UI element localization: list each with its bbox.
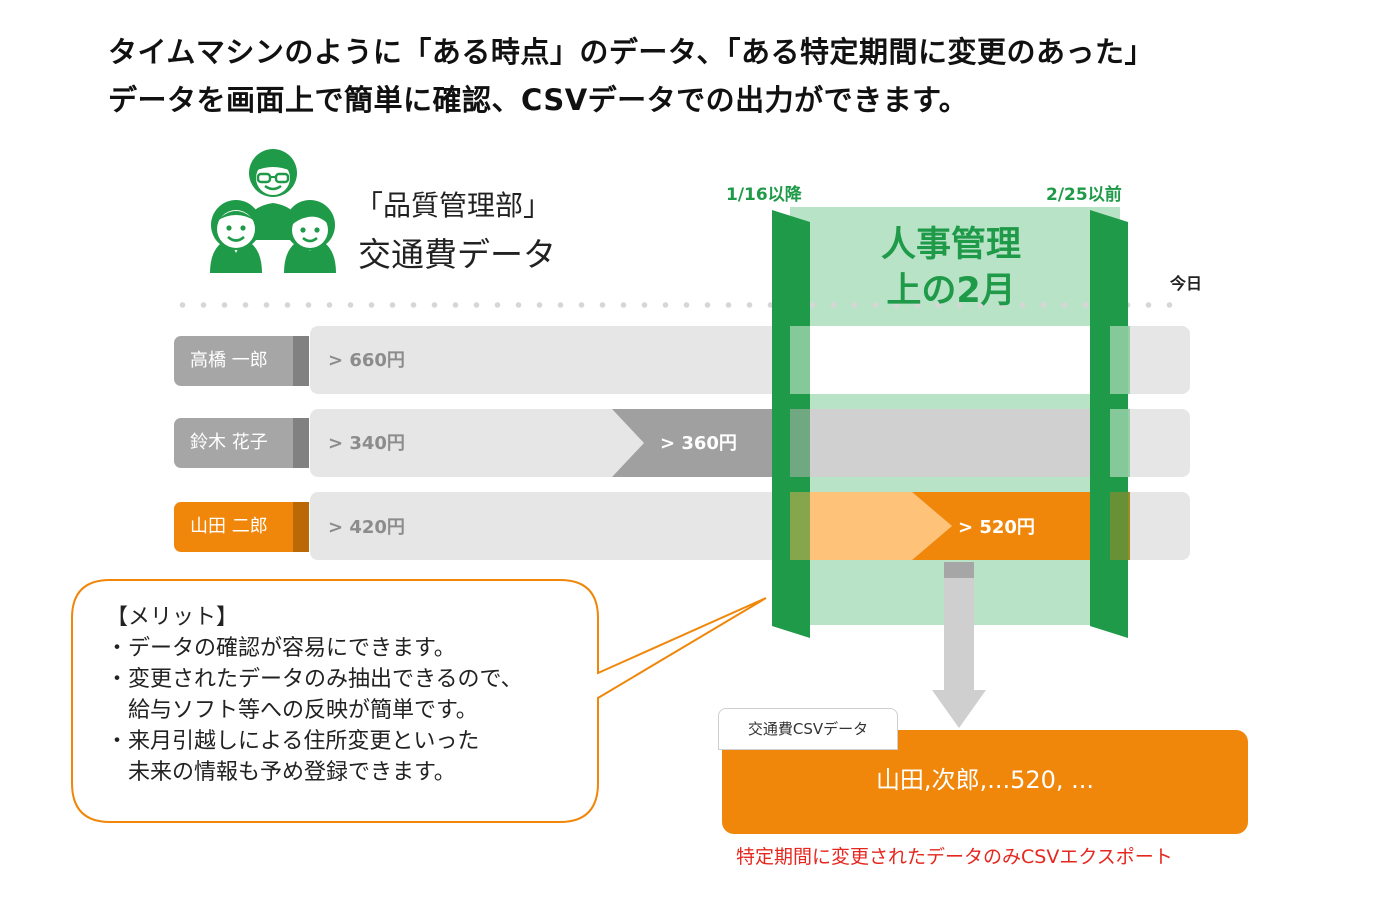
end-bar-overlay-row2 <box>1110 409 1130 477</box>
timeline-dotted-line <box>172 302 1182 308</box>
row2-value-initial: > 340円 <box>328 433 405 454</box>
department-subtitle: 交通費データ <box>358 235 556 274</box>
end-date-label: 2/25以前 <box>1046 185 1122 205</box>
merit-callout-text: 【メリット】 ・データの確認が容易にできます。 ・変更されたデータのみ抽出できる… <box>106 602 523 788</box>
period-label-line-1: 人事管理 <box>880 225 1021 265</box>
merit-title: 【メリット】 <box>106 605 239 630</box>
merit-bullet-1: ・データの確認が容易にできます。 <box>106 636 456 661</box>
department-title: 「品質管理部」 <box>355 189 552 222</box>
period-label-line-2: 上の2月 <box>886 271 1016 311</box>
merit-bullet-3: 給与ソフト等への反映が簡単です。 <box>106 698 478 723</box>
merit-bullet-2: ・変更されたデータのみ抽出できるので、 <box>106 667 523 692</box>
row3-value-initial: > 420円 <box>328 517 405 538</box>
period-label: 人事管理 上の2月 <box>812 222 1090 314</box>
headline: タイムマシンのように「ある時点」のデータ、「ある特定期間に変更のあった」 データ… <box>108 28 1288 124</box>
row1-value: > 660円 <box>328 350 405 371</box>
start-bar-overlay-row3 <box>790 492 810 560</box>
today-label: 今日 <box>1170 274 1203 293</box>
start-bar-overlay-row2 <box>790 409 810 477</box>
row2-value-changed: > 360円 <box>660 433 737 454</box>
csv-tab-label: 交通費CSVデータ <box>718 708 898 750</box>
row2-period-segment <box>808 409 1110 477</box>
end-bar-overlay-row3 <box>1110 492 1130 560</box>
merit-bullet-5: 未来の情報も予め登録できます。 <box>106 760 456 785</box>
merit-bullet-4: ・来月引越しによる住所変更といった <box>106 729 480 754</box>
row3-value-changed: > 520円 <box>958 517 1035 538</box>
end-bar-overlay-row1 <box>1110 326 1130 394</box>
name-tag-takahashi: 高橋 一郎 <box>174 336 309 386</box>
headline-line-2: データを画面上で簡単に確認、CSVデータでの出力ができます。 <box>108 83 969 117</box>
start-bar-overlay-row1 <box>790 326 810 394</box>
start-date-label: 1/16以降 <box>726 185 802 205</box>
name-tag-suzuki: 鈴木 花子 <box>174 418 309 468</box>
row1-period-window <box>810 326 1110 394</box>
export-arrow <box>932 562 986 728</box>
name-tag-yamada: 山田 二郎 <box>174 502 309 552</box>
merit-callout-bubble <box>71 579 767 823</box>
people-group-icon <box>210 149 336 273</box>
headline-line-1: タイムマシンのように「ある時点」のデータ、「ある特定期間に変更のあった」 <box>108 35 1155 69</box>
csv-caption: 特定期間に変更されたデータのみCSVエクスポート <box>736 846 1173 868</box>
